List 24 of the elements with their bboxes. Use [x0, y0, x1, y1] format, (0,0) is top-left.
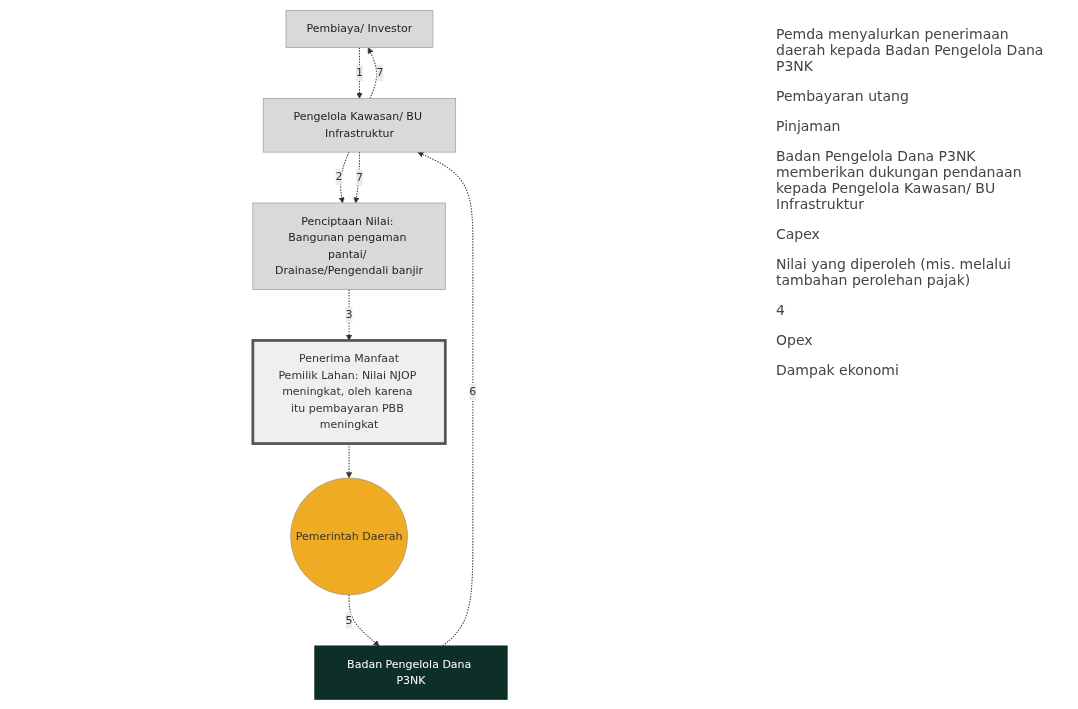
arrow	[367, 46, 378, 99]
note-text: 4	[775, 301, 786, 320]
note-text: Nilai yang diperoleh (mis. melalui tambahan perolehan pajak)	[775, 255, 1012, 290]
note-text: Capex	[775, 225, 821, 244]
node-circle: Pemerintah Daerah	[290, 477, 408, 595]
edge-label: 5	[345, 613, 353, 627]
node-box: Penciptaan Nilai: Bangunan pengaman pantai/ Drainase/Pengendali banjir	[252, 202, 446, 290]
edge-label: 6	[469, 384, 477, 398]
edge-label: 1	[355, 65, 363, 79]
node-box: Pengelola Kawasan/ BU Infrastruktur	[262, 97, 456, 152]
arrow	[417, 151, 474, 646]
node-box: Penerima Manfaat Pemilik Lahan: Nilai NJOP meningkat, oleh karena itu pembayaran PBB meningkat	[251, 338, 447, 445]
node-box: Badan Pengelola Dana P3NK	[314, 645, 508, 700]
edge-label: 7	[376, 65, 384, 79]
edge-label: 2	[335, 169, 343, 183]
node-box: Pembiaya/ Investor	[285, 9, 434, 48]
note-text: Pinjaman	[775, 117, 842, 136]
edge-label: 7	[355, 170, 363, 184]
note-text: Pembayaran utang	[775, 87, 910, 106]
note-text: Dampak ekonomi	[775, 361, 900, 380]
edge-label: 3	[345, 307, 353, 321]
note-text: Badan Pengelola Dana P3NK memberikan dukungan pendanaan kepada Pengelola Kawasan/ BU Infrastruktur	[775, 147, 1023, 214]
note-text: Opex	[775, 331, 814, 350]
note-text: Pemda menyalurkan penerimaan daerah kepada Badan Pengelola Dana P3NK	[775, 25, 1045, 76]
